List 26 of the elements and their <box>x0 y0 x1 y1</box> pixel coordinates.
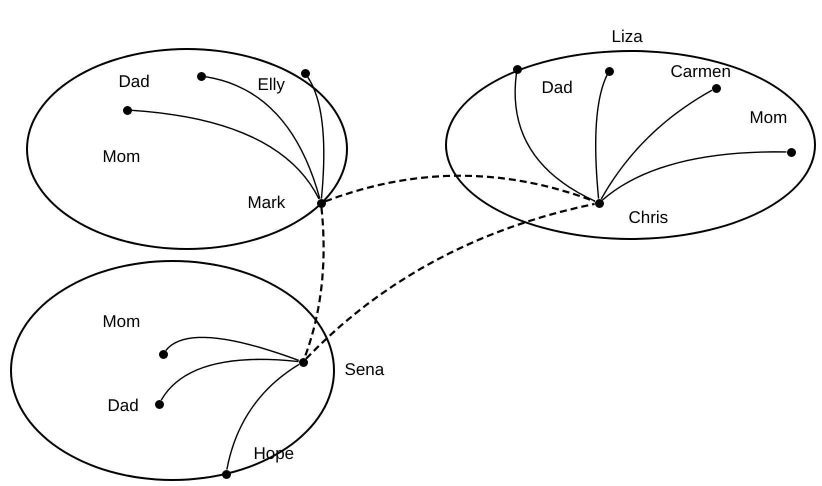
connector-line <box>595 74 608 199</box>
person-name: Mark <box>248 192 286 212</box>
connector-line <box>600 90 712 200</box>
connector-line <box>160 358 299 400</box>
connector-line <box>602 151 786 201</box>
connector-line <box>306 76 324 199</box>
dashed-connector <box>324 174 596 202</box>
person-name: Elly <box>258 74 285 94</box>
person-name: Sena <box>344 360 384 380</box>
dashed-connector <box>305 202 595 360</box>
person-name: Dad <box>108 396 139 416</box>
person-name: Mom <box>102 146 140 166</box>
connector-line <box>226 364 300 470</box>
connector-line <box>165 336 300 362</box>
dashed-connector <box>304 207 325 358</box>
person-name: Liza <box>612 26 643 46</box>
group-ellipse <box>26 48 348 250</box>
person-name: Mom <box>102 312 140 332</box>
connector-line <box>514 73 596 202</box>
person-name: Carmen <box>670 62 731 82</box>
connector-line <box>205 76 320 199</box>
person-name: Dad <box>118 72 150 92</box>
person-name: Dad <box>542 78 573 98</box>
person-name: Mom <box>750 108 788 128</box>
person-name: Chris <box>628 208 668 228</box>
connector-line <box>131 110 320 200</box>
